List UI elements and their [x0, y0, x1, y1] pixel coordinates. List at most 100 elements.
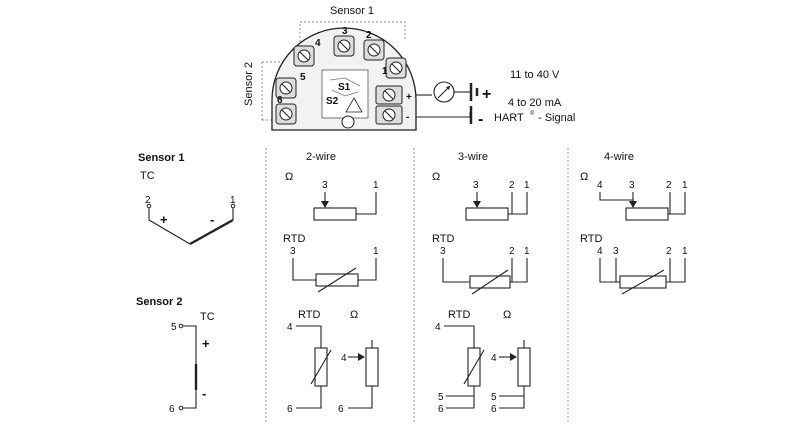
- col2-s2-rtd-term-4: 4: [435, 322, 441, 333]
- col3-ohm-label: Ω: [580, 171, 588, 183]
- sensor2-tc-node-5: [178, 323, 184, 329]
- terminal-screw-4: [293, 45, 315, 67]
- col2-ohm-term-1: 1: [524, 180, 530, 191]
- col1-title: 2-wire: [306, 151, 336, 163]
- col2-s2-rtd-term-6: 6: [438, 404, 444, 415]
- col2-s2-ohm-label: Ω: [503, 309, 511, 321]
- head-terminal-2: 2: [366, 30, 372, 41]
- col2-rtd-slash: [471, 269, 509, 295]
- col2-pot-lead-1: [512, 192, 528, 215]
- terminal-screw-6: [275, 103, 297, 125]
- sensor1-tc-minus: -: [210, 212, 214, 227]
- terminal-screw-1: [385, 57, 407, 79]
- col2-s2-rtd-slash: [463, 349, 485, 385]
- col1-s2-ohm-term-4: 4: [341, 353, 347, 364]
- col2-title: 3-wire: [458, 151, 488, 163]
- col3-pot-lead-1: [670, 192, 686, 215]
- terminal-screw-5: [275, 77, 297, 99]
- power-range-label: 11 to 40 V: [510, 69, 560, 81]
- sensor2-tc-node-6: [178, 405, 184, 411]
- warning-triangle: [345, 97, 363, 113]
- col1-rtd-slash: [317, 267, 357, 293]
- col1-rtd-lead-1: [358, 258, 377, 281]
- col2-s2-rtd-lead-6: [446, 386, 475, 409]
- s2-label: S2: [326, 96, 339, 107]
- col2-rtd-term-3: 3: [440, 246, 446, 257]
- col1-ohm-term-1: 1: [373, 180, 379, 191]
- col1-s2-rtd-term-4: 4: [287, 322, 293, 333]
- sensor1-tc-label: TC: [140, 170, 155, 182]
- col2-rtd-label: RTD: [432, 233, 454, 245]
- head-terminal-3: 3: [342, 26, 348, 37]
- hart-label: HART: [494, 112, 524, 124]
- mounting-hole: [341, 115, 355, 129]
- sensor2-tc-term-6: 6: [169, 404, 175, 415]
- sensor1-tc-term-2: 2: [145, 195, 151, 206]
- sensor1-tc-minus-leg: [189, 218, 234, 246]
- ammeter-arrowhead: [446, 86, 450, 90]
- column-2wire: 2-wire Ω 3 1 RTD 3 1 RTD Ω 4 6 4 6: [283, 151, 379, 415]
- column-4wire: 4-wire Ω 4 3 2 1 RTD 4 3 2 1: [580, 151, 688, 295]
- col2-rtd-lead-3: [442, 258, 470, 283]
- head-terminal-4: 4: [315, 38, 321, 49]
- col2-pot-resistor: [465, 207, 509, 221]
- sensor2-tc-plus-leg: [183, 325, 197, 364]
- col1-ohm-term-3: 3: [322, 180, 328, 191]
- col3-pot-lead-4: [599, 192, 633, 201]
- col1-s2-ohm-label: Ω: [350, 309, 358, 321]
- col2-s2-ohm-resistor: [517, 347, 531, 387]
- col3-ohm-term-4: 4: [597, 180, 603, 191]
- col2-ohm-term-2: 2: [509, 180, 515, 191]
- sensor2-tc-minus: -: [202, 386, 206, 401]
- sensor2-tc-label: TC: [200, 311, 215, 323]
- sensor1-tc-plus: +: [160, 212, 168, 227]
- col2-s2-ohm-term-6: 6: [491, 404, 497, 415]
- signal-label: - Signal: [538, 112, 575, 124]
- col2-s2-rtd-lead-4: [444, 325, 475, 348]
- col1-rtd-lead-3: [292, 258, 316, 281]
- col1-s2-ohm-lead-6: [348, 386, 373, 409]
- sensor2-title: Sensor 2: [136, 296, 182, 308]
- col3-pot-resistor: [625, 207, 669, 221]
- sensor1-bracket: [299, 21, 406, 62]
- head-terminal-6: 6: [277, 95, 283, 106]
- col1-s2-rtd-label: RTD: [298, 309, 320, 321]
- head-terminal-5: 5: [300, 72, 306, 83]
- head-sensor1-label: Sensor 1: [330, 5, 374, 17]
- col2-rtd-term-1: 1: [524, 246, 530, 257]
- col3-rtd-lead-4: [599, 258, 620, 283]
- hart-registered-mark: ®: [530, 110, 535, 117]
- sensor2-tc-minus-lead: [183, 390, 197, 409]
- col3-rtd-term-1: 1: [682, 246, 688, 257]
- power-plus: +: [482, 86, 491, 103]
- s1-label: S1: [338, 82, 351, 93]
- head-minus: -: [406, 112, 409, 123]
- col1-rtd-label: RTD: [283, 233, 305, 245]
- col3-title: 4-wire: [604, 151, 634, 163]
- col3-ohm-term-2: 2: [666, 180, 672, 191]
- col1-s2-rtd-slash: [310, 349, 332, 385]
- col3-ohm-term-3: 3: [629, 180, 635, 191]
- column-separators: [265, 148, 569, 424]
- column-3wire: 3-wire Ω 3 2 1 RTD 3 2 1 RTD Ω 4 5 6 4 5: [432, 151, 531, 415]
- module-traces: [329, 77, 361, 97]
- col1-s2-ohm-resistor: [365, 347, 379, 387]
- col3-rtd-slash: [621, 269, 665, 295]
- sensor2-tc-plus: +: [202, 336, 210, 351]
- terminal-screw-2: [363, 39, 385, 61]
- sensor1-tc: Sensor 1 TC 2 1 + -: [138, 152, 236, 246]
- head-plus: +: [406, 92, 412, 103]
- col1-pot-resistor: [313, 207, 357, 221]
- terminal-screw-plus: [375, 85, 403, 105]
- col1-s2-rtd-lead-4: [296, 325, 322, 348]
- col2-s2-rtd-label: RTD: [448, 309, 470, 321]
- sensor1-tc-plus-leg: [148, 208, 191, 245]
- col2-s2-ohm-lead-6: [499, 386, 525, 409]
- sensor1-title: Sensor 1: [138, 152, 184, 164]
- col3-rtd-lead-1: [670, 258, 686, 283]
- col2-rtd-term-2: 2: [509, 246, 515, 257]
- sensor1-tc-term-1: 1: [230, 195, 236, 206]
- minus-wire: [416, 112, 471, 118]
- col3-rtd-term-3: 3: [613, 246, 619, 257]
